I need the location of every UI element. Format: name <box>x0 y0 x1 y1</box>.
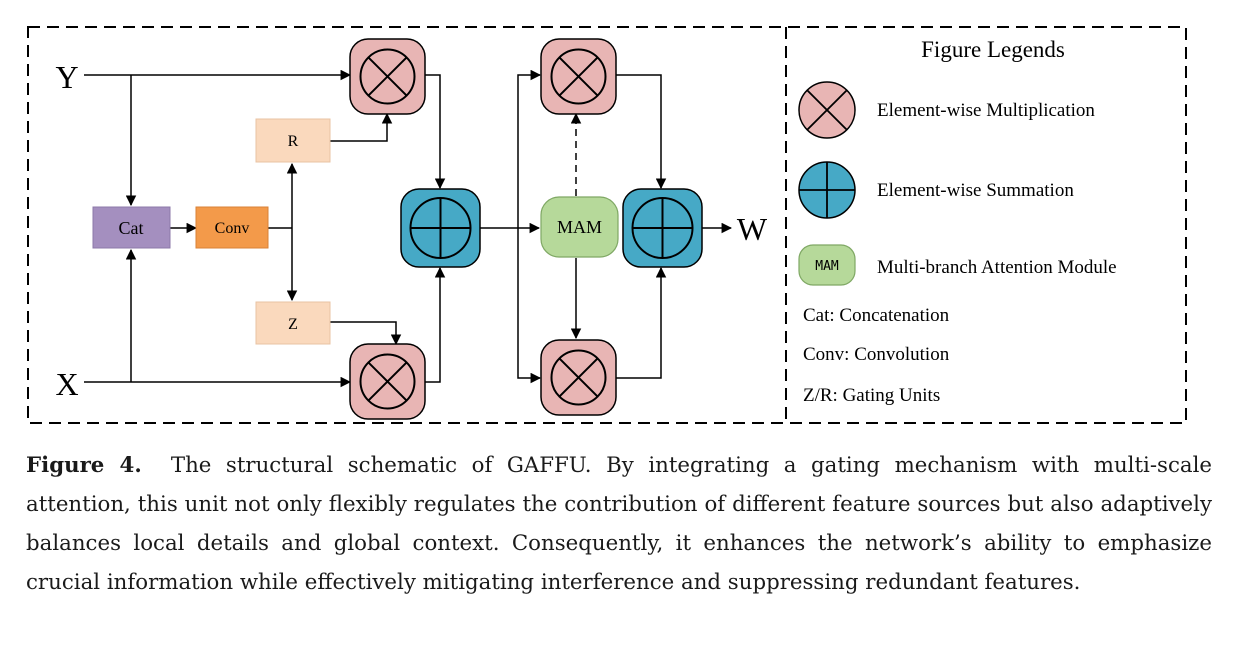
legend: Figure Legends Element-wise Multiplicati… <box>798 37 1117 406</box>
legend-mam-label: Multi-branch Attention Module <box>877 257 1117 278</box>
cat-block-label: Cat <box>119 218 144 238</box>
figure-caption: Figure 4. The structural schematic of GA… <box>26 446 1212 602</box>
legend-zr-definition: Z/R: Gating Units <box>803 385 940 406</box>
legend-conv-definition: Conv: Convolution <box>803 344 950 365</box>
gaffu-diagram: Y X W Cat Conv R Z <box>27 26 1187 424</box>
multiply-node-upper <box>540 38 617 115</box>
mam-block-label: MAM <box>557 217 602 237</box>
sum-node-first <box>400 188 481 268</box>
legend-sum-label: Element-wise Summation <box>877 180 1074 201</box>
connections <box>84 69 733 388</box>
conv-block: Conv <box>195 206 269 249</box>
caption-label: Figure 4. <box>26 453 142 478</box>
output-w-label: W <box>737 211 768 247</box>
legend-multiply-icon <box>798 81 856 139</box>
legend-cat-definition: Cat: Concatenation <box>803 305 950 326</box>
z-gate-block: Z <box>255 301 331 345</box>
sum-node-second <box>622 188 703 268</box>
mam-block: MAM <box>540 196 619 258</box>
legend-mam-icon-label: MAM <box>815 259 839 274</box>
cat-block: Cat <box>92 206 171 249</box>
legend-title: Figure Legends <box>921 37 1065 62</box>
input-y-label: Y <box>55 59 78 95</box>
input-x-label: X <box>55 366 78 402</box>
legend-mam-icon: MAM <box>798 244 856 286</box>
multiply-node-x <box>349 343 426 420</box>
legend-multiply-label: Element-wise Multiplication <box>877 100 1095 121</box>
multiply-node-y <box>349 38 426 115</box>
diagram-frame <box>27 26 1187 424</box>
r-gate-block: R <box>255 118 331 163</box>
caption-text: The structural schematic of GAFFU. By in… <box>26 453 1213 595</box>
multiply-node-lower <box>540 339 617 416</box>
legend-sum-icon <box>798 161 856 219</box>
z-gate-label: Z <box>288 316 298 333</box>
r-gate-label: R <box>288 133 299 150</box>
conv-block-label: Conv <box>215 220 250 237</box>
